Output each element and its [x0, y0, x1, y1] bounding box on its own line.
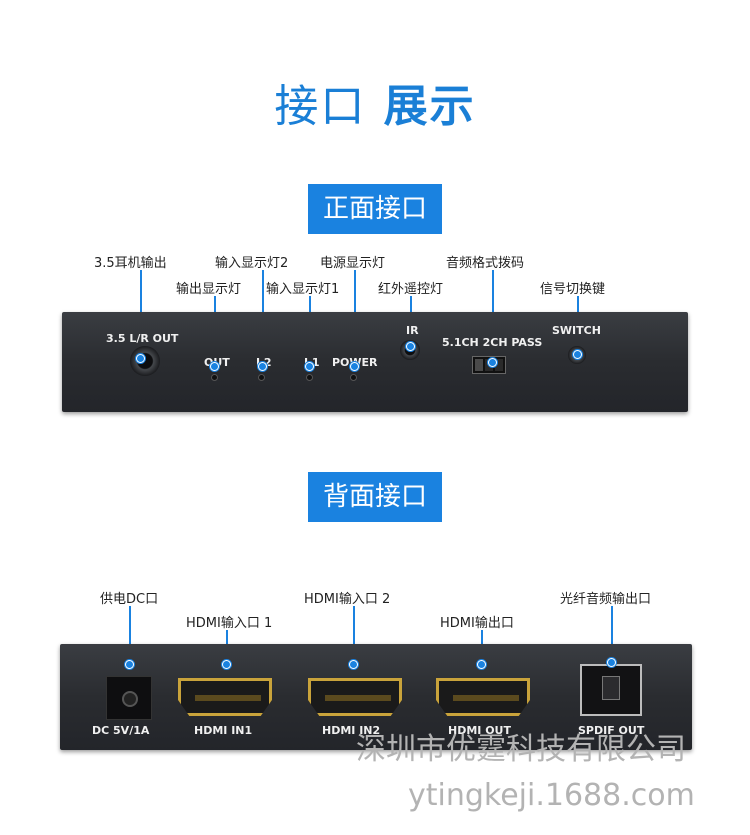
power-led — [350, 374, 357, 381]
callout-input-led-2: 输入显示灯2 — [215, 256, 289, 271]
pointer-dot — [349, 660, 358, 669]
pointer-dot — [125, 660, 134, 669]
pointer-dot — [488, 358, 497, 367]
hdmi-in-2-port — [308, 678, 402, 716]
front-section-badge: 正面接口 — [308, 184, 442, 234]
pointer-line — [611, 606, 613, 662]
callout-power-led: 电源显示灯 — [320, 256, 386, 271]
callout-ir-led: 红外遥控灯 — [378, 282, 444, 297]
callout-spdif: 光纤音频输出口 — [560, 592, 652, 607]
pointer-dot — [258, 362, 267, 371]
watermark-url: ytingkeji.1688.com — [408, 778, 695, 813]
earphone-jack — [130, 346, 160, 376]
pointer-line — [129, 606, 131, 664]
label-dc: DC 5V/1A — [92, 724, 150, 737]
label-hdmi-in1: HDMI IN1 — [194, 724, 253, 737]
dc-power-jack — [106, 676, 152, 720]
hdmi-in-1-port — [178, 678, 272, 716]
pointer-dot — [406, 342, 415, 351]
callout-hdmi-in-1: HDMI输入口 1 — [186, 616, 273, 631]
hdmi-out-port — [436, 678, 530, 716]
label-ir: IR — [406, 324, 419, 337]
label-spdif: SPDIF OUT — [578, 724, 645, 737]
input-1-led — [306, 374, 313, 381]
spdif-optical-port — [580, 664, 642, 716]
pointer-dot — [210, 362, 219, 371]
watermark-company: 深圳市优霆科技有限公司 — [356, 732, 686, 767]
title-part-2: 展示 — [383, 81, 476, 132]
label-hdmi-in2: HDMI IN2 — [322, 724, 381, 737]
callout-hdmi-out: HDMI输出口 — [440, 616, 514, 631]
pointer-dot — [350, 362, 359, 371]
input-2-led — [258, 374, 265, 381]
title-part-1: 接口 — [274, 81, 367, 132]
callout-output-led: 输出显示灯 — [176, 282, 242, 297]
label-switch: SWITCH — [552, 324, 601, 337]
callout-switch-key: 信号切换键 — [540, 282, 606, 297]
callout-earphone-output: 3.5耳机输出 — [94, 256, 167, 271]
callout-dc-port: 供电DC口 — [100, 592, 159, 607]
optical-socket — [602, 676, 620, 700]
front-panel: 3.5 L/R OUT OUT I 2 I 1 POWER IR 5.1CH 2… — [62, 312, 688, 412]
back-section-badge: 背面接口 — [308, 472, 442, 522]
hdmi-pins — [195, 695, 261, 701]
pointer-dot — [136, 354, 145, 363]
dc-jack-hole — [122, 691, 138, 707]
pointer-dot — [607, 658, 616, 667]
pointer-dot — [477, 660, 486, 669]
pointer-dot — [305, 362, 314, 371]
callout-audio-dip: 音频格式拨码 — [446, 256, 525, 271]
pointer-dot — [222, 660, 231, 669]
callout-input-led-1: 输入显示灯1 — [266, 282, 340, 297]
pointer-dot — [573, 350, 582, 359]
hdmi-pins — [325, 695, 391, 701]
pointer-line — [353, 606, 355, 664]
label-35-out: 3.5 L/R OUT — [106, 332, 179, 345]
callout-hdmi-in-2: HDMI输入口 2 — [304, 592, 391, 607]
back-panel: DC 5V/1A HDMI IN1 HDMI IN2 HDMI OUT SPDI… — [60, 644, 692, 750]
output-led — [211, 374, 218, 381]
label-modes: 5.1CH 2CH PASS — [442, 336, 543, 349]
label-hdmi-out: HDMI OUT — [448, 724, 511, 737]
page-title: 接口 展示 — [0, 70, 750, 134]
hdmi-pins — [453, 695, 519, 701]
